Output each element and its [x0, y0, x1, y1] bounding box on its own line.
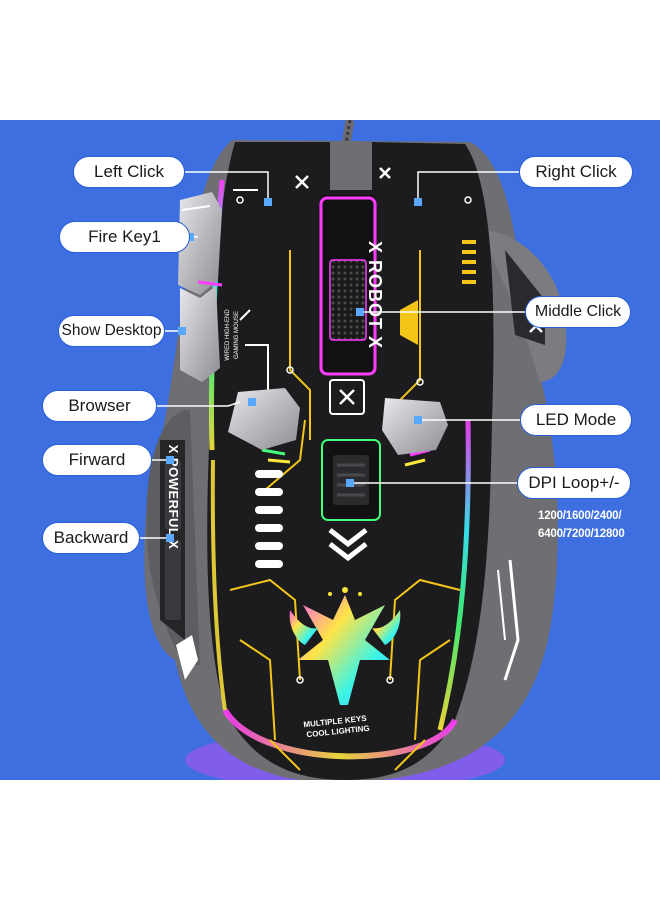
callout-fire-key: Fire Key1 — [59, 221, 190, 253]
callout-right-click: Right Click — [519, 156, 633, 188]
callout-dpi-loop: DPI Loop+/- — [517, 467, 631, 499]
callout-browser: Browser — [42, 390, 157, 422]
dpi-values-line-2: 6400/7200/12800 — [538, 528, 625, 540]
callout-leader-lines — [140, 171, 525, 542]
callout-backward: Backward — [42, 522, 140, 554]
callout-led-mode: LED Mode — [520, 404, 632, 436]
x-mark-icon — [295, 175, 309, 189]
callout-left-click: Left Click — [73, 156, 185, 188]
callout-forward: Firward — [42, 444, 152, 476]
dpi-values-line-1: 1200/1600/2400/ — [538, 510, 622, 522]
gaming-mouse-illustration — [144, 120, 567, 780]
callout-middle-click: Middle Click — [525, 296, 631, 328]
tribal-logo-icon — [289, 595, 401, 705]
product-panel: X ROBOT X X POWERFUL X WIRED HIGH-END GA… — [0, 120, 660, 780]
callout-show-desktop: Show Desktop — [58, 315, 165, 347]
chevron-down-icon — [328, 528, 368, 562]
